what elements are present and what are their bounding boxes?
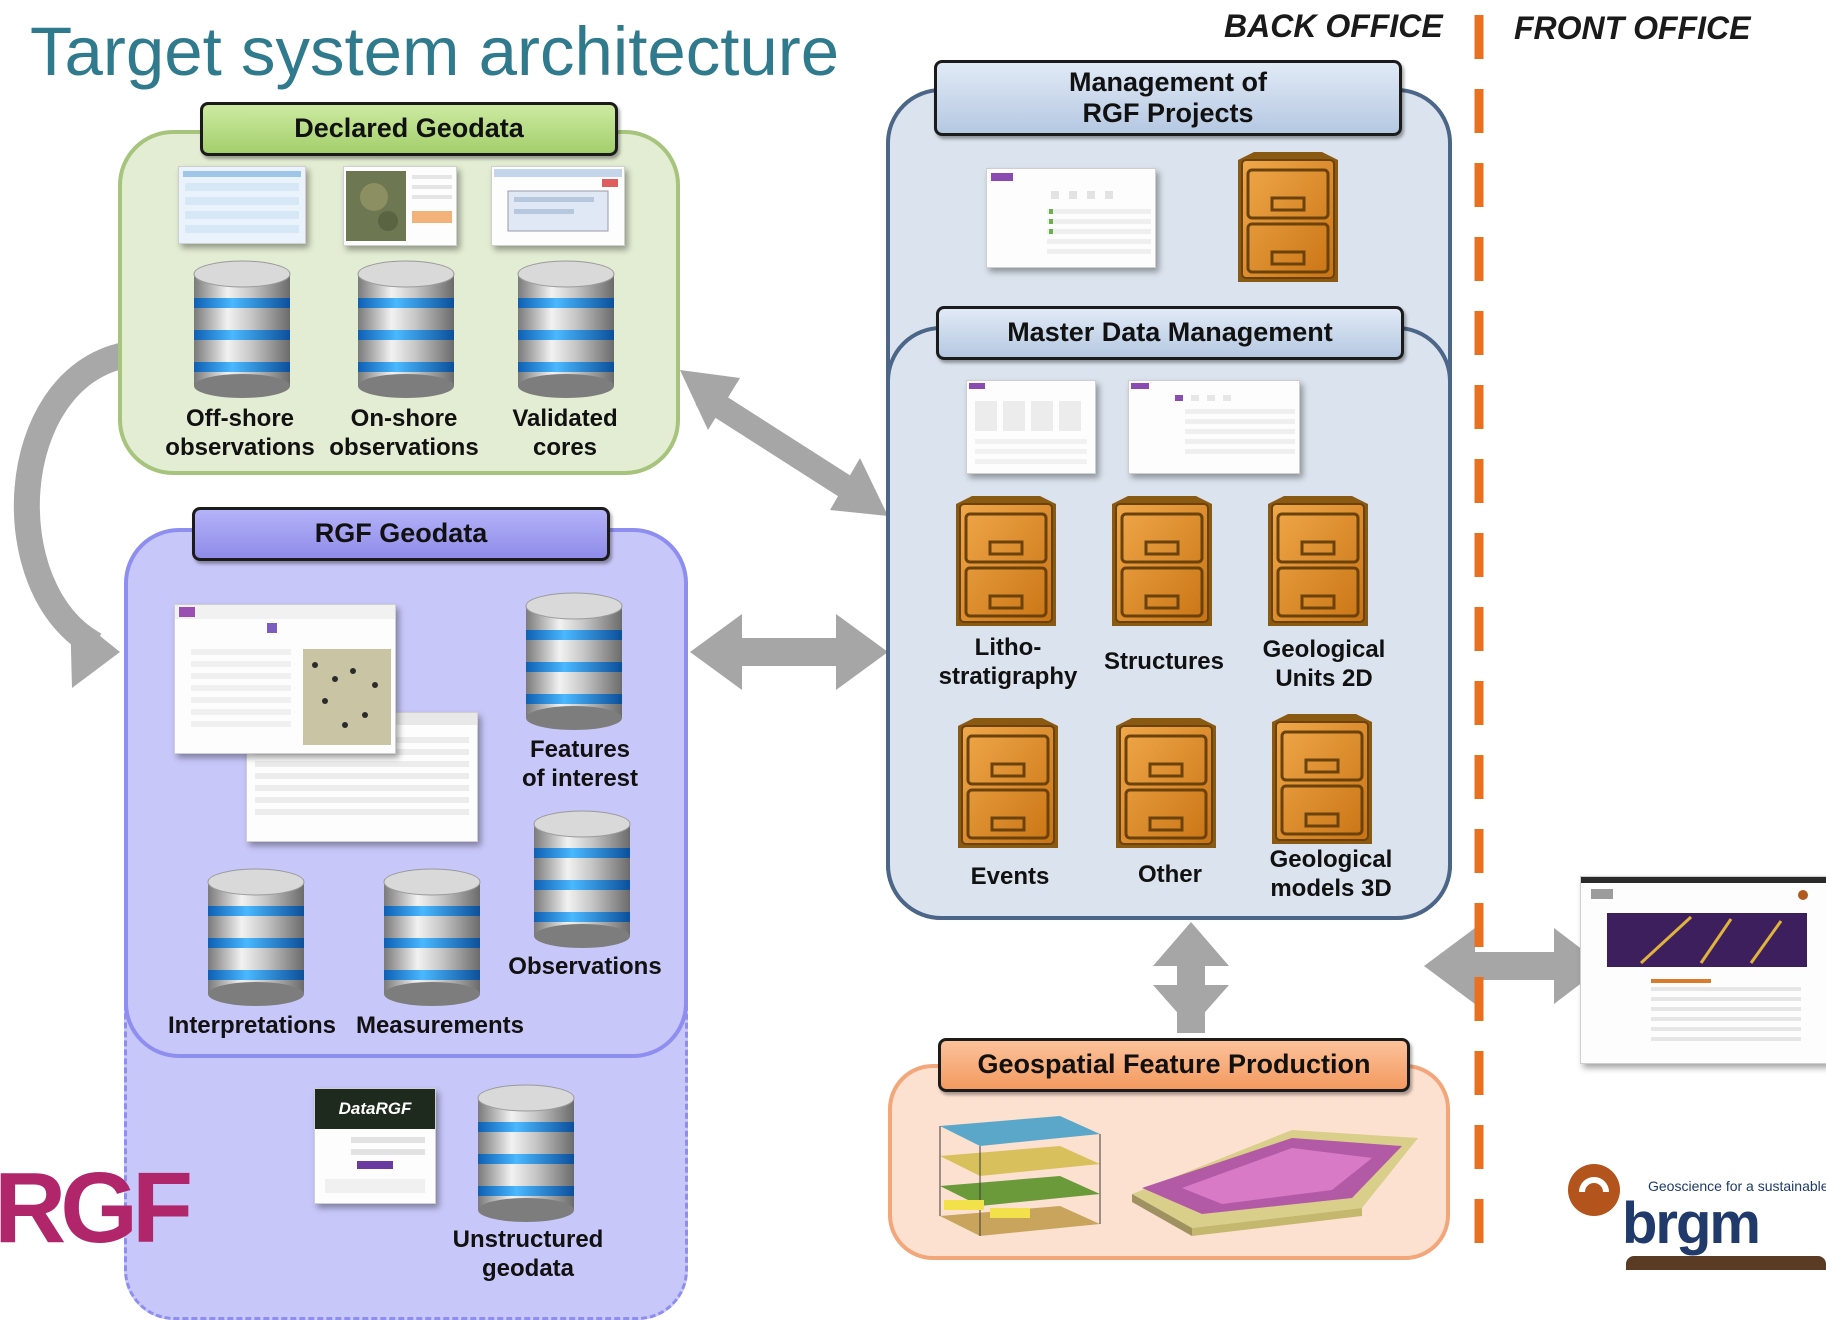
back-office-label: BACK OFFICE [1224,8,1443,44]
measurements-db-icon [380,866,484,1008]
litho-label: Litho- stratigraphy [938,634,1078,690]
brgm-swirl-icon [1568,1164,1620,1216]
database-icon [477,1084,575,1223]
cabinet-icon [1266,494,1370,628]
geospatial-header: Geospatial Feature Production [938,1038,1410,1092]
brgm-bar [1626,1256,1826,1270]
unstructured-label: Unstructured geodata [452,1226,604,1282]
management-header: Management of RGF Projects [934,60,1402,136]
units2d-cabinet-icon [1262,494,1374,632]
mdm-header: Master Data Management [936,306,1404,360]
curved-arrow-head [70,612,120,688]
management-cabinet-icon [1232,150,1344,288]
units2d-label: Geological Units 2D [1262,636,1386,692]
declared-screenshot-3 [491,166,625,246]
mdm-screenshot-1 [966,380,1096,474]
declared-screenshot-2 [343,166,457,246]
database-icon [193,260,291,399]
brgm-logo: Geoscience for a sustainable Earth brgm [1566,1160,1826,1270]
other-cabinet-icon [1110,716,1222,854]
mdm-geospatial-arrow [1153,922,1229,1033]
structures-cabinet-icon [1106,494,1218,632]
brgm-name: brgm [1622,1191,1761,1256]
cores-label: Validated cores [512,405,618,461]
measurements-label: Measurements [355,1012,525,1039]
interpretations-db-icon [204,866,308,1008]
events-cabinet-icon [952,716,1064,854]
offshore-label: Off-shore observations [165,405,315,461]
database-icon [357,260,455,399]
mdm-screenshot-2 [1128,380,1300,474]
cores-db-icon [514,258,618,400]
front-office-label: FRONT OFFICE [1514,10,1751,46]
other-label: Other [1137,861,1202,888]
database-icon [517,260,615,399]
connector-layer [13,15,1604,1268]
cabinet-icon [1236,150,1340,284]
onshore-label: On-shore observations [329,405,479,461]
models3d-label: Geological models 3D [1269,846,1393,902]
models3d-cabinet-icon [1266,712,1378,850]
litho-cabinet-icon [950,494,1062,632]
rgf-logo: RGF [0,1158,193,1268]
observations-label: Observations [508,953,662,980]
cabinet-icon [956,716,1060,850]
structures-label: Structures [1103,648,1225,675]
database-icon [525,592,623,731]
cabinet-icon [954,494,1058,628]
curved-arrow [13,342,129,657]
database-icon [533,810,631,949]
management-screenshot [986,168,1156,268]
rgf-mdm-arrow [690,614,888,690]
declared-screenshot-1 [178,166,306,244]
observations-db-icon [530,808,634,950]
onshore-db-icon [354,258,458,400]
database-icon [207,868,305,1007]
interpretations-label: Interpretations [167,1012,337,1039]
rgf-screenshot-map [174,604,396,754]
unstructured-db-icon [474,1082,578,1224]
features-db-icon [522,590,626,732]
offshore-db-icon [190,258,294,400]
declared-geodata-header: Declared Geodata [200,102,618,156]
page-title: Target system architecture [30,13,840,90]
features-label: Features of interest [521,736,638,792]
geology-3d-model-image [1122,1118,1422,1238]
cabinet-icon [1114,716,1218,850]
geology-layers-image [930,1112,1110,1252]
back-front-arrow [1424,928,1604,1004]
database-icon [383,868,481,1007]
datargf-screenshot: DataRGF [314,1088,436,1204]
rgf-geodata-header: RGF Geodata [192,507,610,561]
datargf-logo: DataRGF [315,1089,435,1129]
declared-mdm-arrow [680,370,888,516]
brgm-tagline: Geoscience for a sustainable Earth [1648,1178,1826,1194]
cabinet-icon [1110,494,1214,628]
events-label: Events [970,863,1050,890]
front-office-website-screenshot [1580,876,1826,1064]
cabinet-icon [1270,712,1374,846]
rgf-logo-text: RGF [0,1152,193,1264]
